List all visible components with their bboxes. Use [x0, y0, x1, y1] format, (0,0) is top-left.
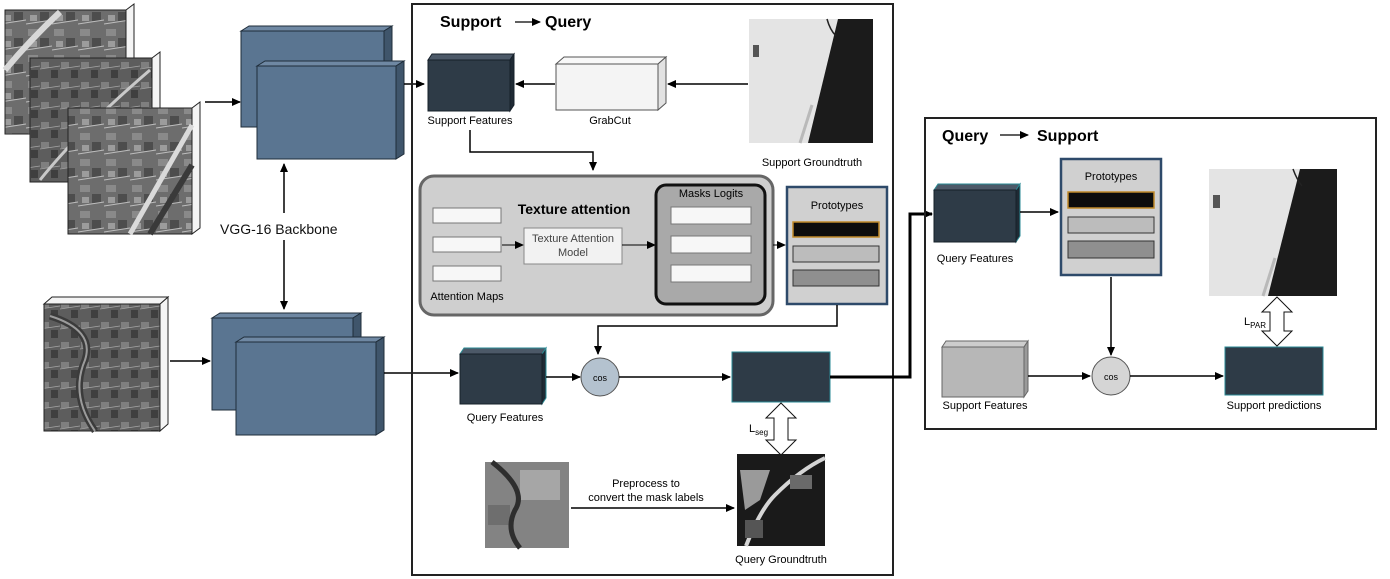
qs-prototype-bar — [1067, 191, 1155, 209]
texture-attention-model-box — [523, 227, 623, 265]
loss-par-double-arrow — [1260, 296, 1294, 347]
query-groundtruth-image — [737, 454, 826, 547]
query-support-panel — [924, 117, 1377, 430]
backbone-label: VGG-16 Backbone — [220, 221, 338, 237]
qs-prototype-bar — [1067, 216, 1155, 234]
attention-map-bar — [432, 265, 502, 282]
backbone-support-block — [239, 25, 406, 160]
loss-par-label: LPAR — [1244, 316, 1266, 330]
attention-map-bar — [432, 207, 502, 224]
loss-seg-double-arrow — [764, 402, 798, 456]
query-prediction-block — [731, 351, 831, 403]
query-support-title-left: Query — [942, 128, 988, 145]
query-groundtruth-label: Query Groundtruth — [735, 554, 827, 566]
prototypes-label: Prototypes — [811, 200, 864, 212]
qs-query-features-block — [933, 182, 1021, 244]
qs-support-features-label: Support Features — [943, 400, 1028, 412]
grabcut-label: GrabCut — [589, 115, 631, 127]
texture-attention-model-label-line2: Model — [558, 247, 588, 259]
support-features-block — [427, 52, 515, 113]
qs-cos-label: cos — [1104, 372, 1119, 382]
support-query-title-left: Support — [440, 14, 502, 31]
support-groundtruth-image — [749, 18, 873, 144]
mask-logit-bar — [670, 206, 752, 225]
support-predictions-label: Support predictions — [1227, 400, 1322, 412]
support-query-title-right: Query — [545, 14, 591, 31]
qs-prototype-bar — [1067, 240, 1155, 259]
support-features-label: Support Features — [428, 115, 513, 127]
qs-support-features-block — [941, 339, 1029, 399]
mask-logit-bar — [670, 235, 752, 254]
support-image-stack — [2, 3, 201, 236]
support-predictions-block — [1224, 346, 1324, 396]
attention-map-bar — [432, 236, 502, 253]
qs-prototypes-label: Prototypes — [1085, 171, 1138, 183]
prototype-bar — [792, 245, 880, 263]
preprocess-label-line1: Preprocess to — [612, 478, 680, 490]
query-support-title-right: Support — [1037, 128, 1099, 145]
prototype-bar — [792, 269, 880, 287]
query-features-label: Query Features — [467, 412, 544, 424]
grabcut-block — [554, 55, 668, 112]
mask-logit-bar — [670, 264, 752, 283]
backbone-query-block — [210, 312, 386, 436]
query-label-image — [485, 460, 569, 550]
query-image — [42, 295, 170, 433]
qs-query-features-label: Query Features — [937, 253, 1014, 265]
support-groundtruth-label: Support Groundtruth — [762, 157, 862, 169]
cos-label: cos — [593, 373, 608, 383]
query-features-block — [459, 346, 547, 406]
masks-logits-label: Masks Logits — [679, 188, 744, 200]
support-query-panel — [411, 3, 894, 576]
attention-maps-label: Attention Maps — [430, 291, 504, 303]
loss-seg-label: Lseg — [749, 423, 768, 437]
preprocess-label-line2: convert the mask labels — [588, 492, 704, 504]
qs-support-groundtruth-image — [1209, 168, 1337, 297]
texture-attention-model-label-line1: Texture Attention — [532, 233, 614, 245]
prototype-bar — [792, 221, 880, 238]
texture-attention-title: Texture attention — [518, 201, 631, 217]
